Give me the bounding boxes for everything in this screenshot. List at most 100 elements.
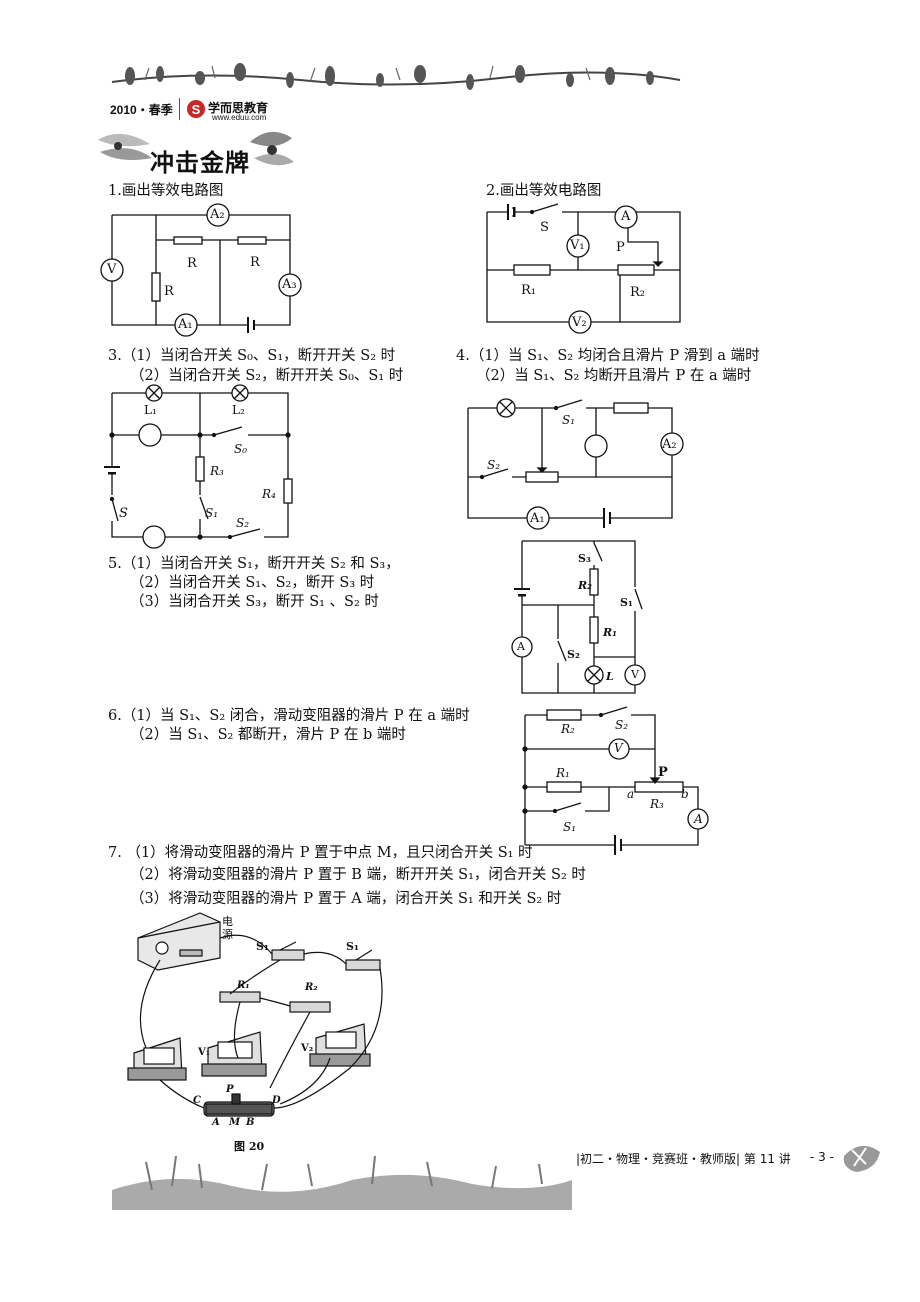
c6-p-label: P: [658, 765, 668, 780]
circuit-diagram-5: [511, 540, 646, 694]
c2-a-label: A: [621, 209, 631, 224]
c6-r2-label: R₂: [561, 722, 575, 736]
c7-b-label: B: [246, 1117, 255, 1128]
c3-l1-label: L₁: [144, 403, 157, 417]
circuit-diagram-1: [100, 203, 302, 337]
c6-r3-label: R₃: [650, 797, 664, 811]
circuit-diagram-4: [467, 398, 684, 530]
c3-s1-label: S₁: [205, 506, 219, 520]
apparatus-diagram-7: [127, 912, 383, 1117]
c7-figure-caption: 图 20: [234, 1140, 265, 1153]
ammeter-a2-symbol: [660, 432, 684, 456]
resistor-r2: [546, 709, 582, 721]
c7-v1-label: V₁: [198, 1047, 211, 1058]
c6-a-label: a: [627, 787, 635, 801]
question-1-text: 1.画出等效电路图: [108, 183, 224, 199]
c4-s2-label: S₂: [487, 458, 501, 472]
c4-a2-label: A₂: [662, 437, 677, 452]
c5-a-label: A: [517, 640, 525, 653]
c2-v2-label: V₂: [572, 315, 587, 330]
rheostat-r3: [634, 781, 684, 793]
voltmeter-v-symbol: [100, 258, 124, 282]
question-3-line2: （2）当闭合开关 S₂，断开开关 S₀、S₁ 时: [130, 368, 404, 384]
circuit-diagram-3: [104, 384, 293, 549]
question-4-line1: 4.（1）当 S₁、S₂ 均闭合且滑片 P 滑到 a 端时: [456, 348, 760, 364]
c5-s1-label: S₁: [620, 596, 633, 609]
question-7-line2: （2）将滑动变阻器的滑片 P 置于 B 端，断开开关 S₁，闭合开关 S₂ 时: [130, 867, 586, 883]
c6-v-label: V: [614, 741, 623, 755]
question-5-line1: 5.（1）当闭合开关 S₁，断开开关 S₂ 和 S₃，: [108, 556, 400, 572]
brand-logo-icon: S: [187, 100, 205, 118]
ammeter-a2-symbol: [206, 203, 230, 227]
c2-s-label: S: [540, 220, 549, 235]
ammeter-a3-symbol: [278, 273, 302, 297]
switch-s1-1: [271, 949, 305, 961]
question-6-line1: 6.（1）当 S₁、S₂ 闭合，滑动变阻器的滑片 P 在 a 端时: [108, 708, 470, 724]
c3-s0-label: S₀: [234, 442, 248, 456]
c1-a3-label: A₃: [282, 277, 297, 292]
switch-s1-2: [345, 959, 381, 971]
resistor-top: [613, 402, 649, 414]
question-6-line2: （2）当 S₁、S₂ 都断开，滑片 P 在 b 端时: [130, 727, 406, 743]
svg-text:S: S: [192, 102, 201, 117]
question-4-line2: （2）当 S₁、S₂ 均断开且滑片 P 在 a 端时: [476, 368, 752, 384]
resistor-r2: [589, 568, 599, 596]
c7-r1-label: R₁: [237, 980, 250, 991]
c3-l2-label: L₂: [232, 403, 245, 417]
page-title: 冲击金牌: [150, 149, 250, 177]
c5-s3-label: S₃: [578, 552, 591, 565]
meter-bottom-symbol: [142, 525, 166, 549]
c7-power-label: 电源: [222, 915, 233, 941]
footer-page-number: - 3 -: [810, 1150, 834, 1164]
c7-a-label: A: [212, 1117, 220, 1128]
voltmeter-v2-symbol: [568, 310, 592, 334]
header-divider: [179, 98, 180, 120]
resistor-r2-board: [289, 1001, 331, 1013]
title-leaves-decoration: [98, 131, 294, 166]
ammeter-a-symbol: [511, 636, 533, 658]
question-5-line3: （3）当闭合开关 S₃，断开 S₁ 、S₂ 时: [130, 594, 379, 610]
meter-left: [127, 1037, 187, 1081]
c6-b-label: b: [681, 787, 689, 801]
question-3-line1: 3.（1）当闭合开关 S₀、S₁，断开开关 S₂ 时: [108, 348, 396, 364]
question-7-line1: 7. （1）将滑动变阻器的滑片 P 置于中点 M，且只闭合开关 S₁ 时: [108, 845, 533, 861]
c7-v2-label: V₂: [301, 1043, 314, 1054]
c1-a2-label: A₂: [210, 207, 225, 222]
resistor-r4: [283, 478, 293, 504]
c1-r-top-right-label: R: [250, 255, 260, 270]
c4-a1-label: A₁: [530, 511, 545, 526]
c5-r2-label: R₂: [578, 579, 592, 592]
ammeter-a1-symbol: [526, 506, 550, 530]
meter-v1: [201, 1031, 267, 1077]
circuit-diagram-6: [522, 706, 709, 855]
footer-grass-decoration: [112, 1155, 572, 1210]
c2-r2-label: R₂: [630, 285, 645, 300]
c1-v-label: V: [107, 262, 117, 277]
rheostat: [525, 471, 559, 483]
rheostat: [203, 1093, 275, 1117]
c7-d-label: D: [272, 1095, 281, 1106]
question-7-line3: （3）将滑动变阻器的滑片 P 置于 A 端，闭合开关 S₁ 和开关 S₂ 时: [130, 891, 562, 907]
c5-r1-label: R₁: [603, 626, 617, 639]
c2-p-label: P: [616, 240, 625, 255]
c2-v1-label: V₁: [570, 238, 585, 253]
power-supply: [137, 912, 221, 971]
meter-v2: [309, 1023, 371, 1067]
meter-middle-symbol: [584, 434, 608, 458]
resistor-r1: [589, 616, 599, 644]
c1-r-top-left-label: R: [187, 256, 197, 271]
c7-s1-second-label: S₁: [346, 940, 359, 953]
brand-url: www.eduu.com: [212, 113, 267, 122]
c3-s2-label: S₂: [236, 516, 250, 530]
c3-r4-label: R₄: [262, 487, 276, 501]
c7-s1-label: S₁: [256, 940, 269, 953]
c2-r1-label: R₁: [521, 283, 536, 298]
c6-s1-label: S₁: [563, 820, 577, 834]
resistor-r1-board: [219, 991, 261, 1003]
c6-ammeter-label: A: [694, 812, 703, 826]
c7-c-label: C: [193, 1095, 201, 1106]
resistor-top-right: [237, 236, 267, 245]
c5-v-label: V: [631, 668, 639, 681]
c3-s-label: S: [119, 506, 128, 521]
c7-r2-label: R₂: [305, 982, 318, 993]
